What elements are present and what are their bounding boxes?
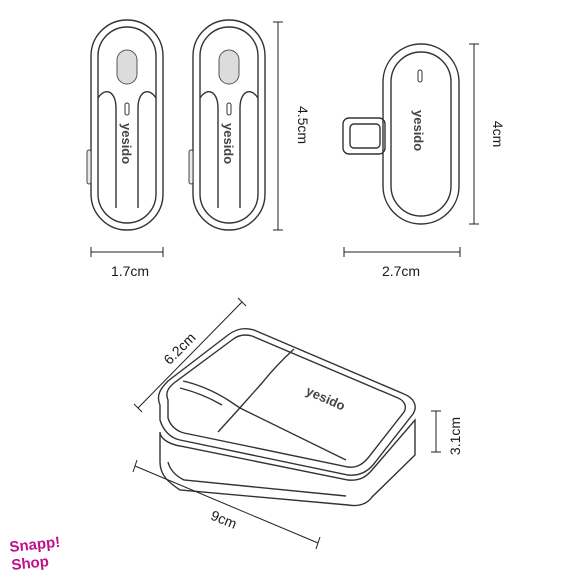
- receiver-width-dimension: 2.7cm: [343, 247, 461, 279]
- receiver-height-dimension: 4cm: [469, 43, 506, 225]
- brand-label: yesido: [304, 383, 348, 413]
- brand-label: yesido: [221, 123, 236, 164]
- indicator-light: [417, 69, 423, 83]
- case-depth-dimension: 6.2cm: [133, 297, 247, 413]
- side-button: [188, 149, 194, 185]
- indicator-light: [226, 102, 232, 116]
- microphone-right: yesido: [188, 19, 266, 231]
- microphone-left: yesido: [86, 19, 164, 231]
- mic-height-label: 4.5cm: [295, 106, 311, 144]
- watermark-line2: Shop: [11, 553, 50, 574]
- mic-height-dimension: 4.5cm: [273, 21, 311, 231]
- side-button: [86, 149, 92, 185]
- mic-grille: [218, 49, 240, 85]
- case-height-dimension: 3.1cm: [431, 410, 463, 455]
- indicator-light: [124, 102, 130, 116]
- watermark-line1: Snapp!: [9, 534, 61, 556]
- brand-label: yesido: [411, 110, 426, 151]
- receiver-width-label: 2.7cm: [382, 263, 420, 279]
- mic-width-label: 1.7cm: [111, 263, 149, 279]
- case-width-label: 9cm: [209, 507, 240, 532]
- receiver: yesido: [342, 43, 460, 225]
- mic-grille: [116, 49, 138, 85]
- case-height-label: 3.1cm: [447, 417, 463, 455]
- receiver-height-label: 4cm: [490, 121, 506, 147]
- brand-label: yesido: [119, 123, 134, 164]
- mic-width-dimension: 1.7cm: [90, 247, 164, 279]
- snappshop-watermark: Snapp! Shop: [9, 534, 61, 574]
- case-width-dimension: 9cm: [132, 459, 321, 550]
- charging-case: yesido: [157, 327, 416, 507]
